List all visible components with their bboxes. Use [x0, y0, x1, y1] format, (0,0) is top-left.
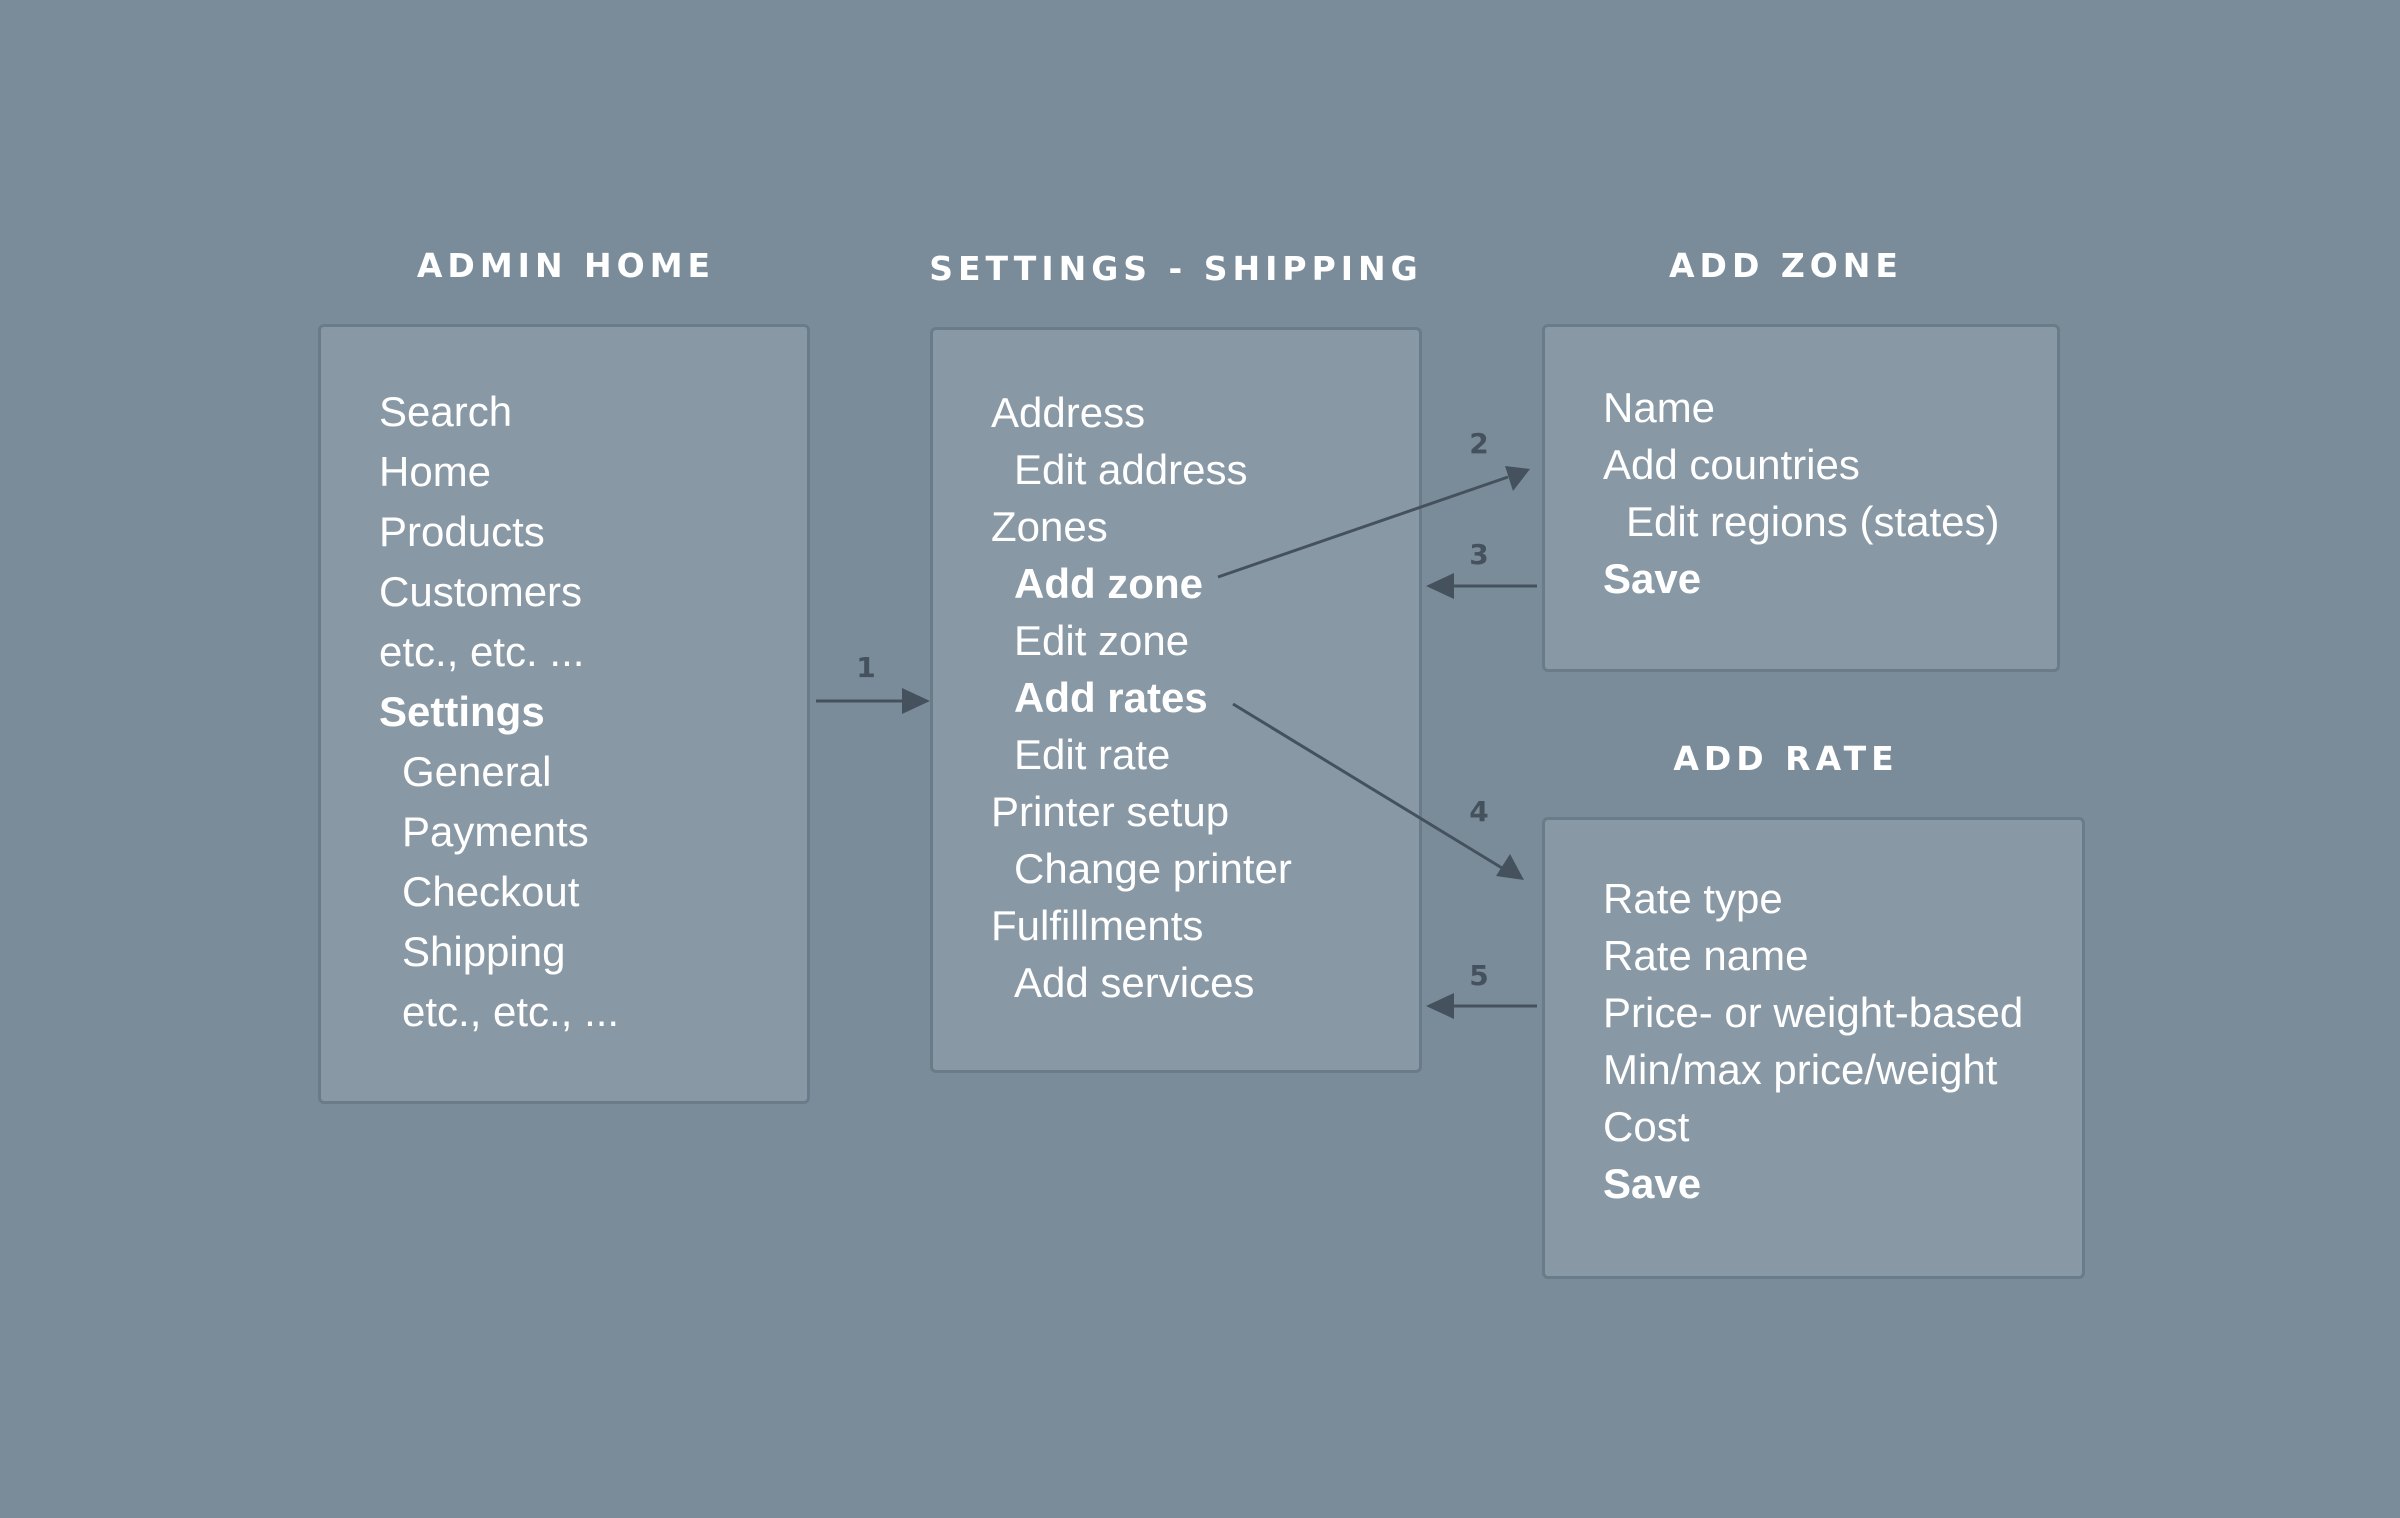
step-label-5: 5 [1469, 959, 1489, 992]
admin-home-item: Products [379, 508, 545, 555]
add-rate-item: Save [1603, 1160, 1702, 1207]
arrowhead-4 [1496, 854, 1524, 880]
add-rate-item: Min/max price/weight [1603, 1046, 1998, 1093]
admin-home-item: Checkout [402, 868, 580, 915]
add-rate-item: Rate name [1603, 932, 1809, 979]
settings-shipping-item: Printer setup [991, 788, 1230, 835]
add-rate-item: Cost [1603, 1103, 1690, 1150]
settings-shipping-item: Edit zone [1014, 617, 1190, 664]
arrowhead-2 [1505, 466, 1530, 491]
admin-home-item: etc., etc., ... [402, 988, 620, 1035]
settings-shipping-item: Edit address [1014, 446, 1248, 493]
admin-home-heading: ADMIN HOME [416, 246, 716, 285]
admin-home-item: Customers [379, 568, 583, 615]
add-rate-heading: ADD RATE [1673, 739, 1899, 778]
admin-home-item: Payments [402, 808, 589, 855]
admin-home-item: Home [379, 448, 492, 495]
add-rate-item: Price- or weight-based [1603, 989, 2024, 1036]
settings-shipping-heading: SETTINGS - SHIPPING [929, 249, 1423, 288]
arrowhead-1 [902, 688, 930, 714]
add-rate-item: Rate type [1603, 875, 1783, 922]
add-zone-item: Add countries [1603, 441, 1860, 488]
step-label-2: 2 [1469, 427, 1489, 460]
arrowhead-5 [1426, 993, 1454, 1019]
admin-home-item: Search [379, 388, 513, 435]
step-label-3: 3 [1469, 538, 1489, 571]
settings-shipping-item: Change printer [1014, 845, 1292, 892]
settings-shipping-item: Edit rate [1014, 731, 1171, 778]
add-zone-item: Save [1603, 555, 1702, 602]
admin-home-item: etc., etc. ... [379, 628, 585, 675]
admin-home-item: General [402, 748, 552, 795]
settings-shipping-item: Zones [991, 503, 1108, 550]
settings-shipping-item: Add services [1014, 959, 1255, 1006]
step-label-4: 4 [1469, 795, 1489, 828]
admin-home-item: Settings [379, 688, 545, 735]
add-zone-item: Name [1603, 384, 1716, 431]
admin-home-item: Shipping [402, 928, 566, 975]
add-zone-heading: ADD ZONE [1669, 246, 1903, 285]
settings-shipping-item: Add rates [1014, 674, 1208, 721]
settings-shipping-item: Address [991, 389, 1146, 436]
settings-shipping-item: Fulfillments [991, 902, 1204, 949]
step-label-1: 1 [856, 651, 876, 684]
add-zone-item: Edit regions (states) [1626, 498, 2000, 545]
settings-shipping-item: Add zone [1014, 560, 1203, 607]
arrowhead-3 [1426, 573, 1454, 599]
